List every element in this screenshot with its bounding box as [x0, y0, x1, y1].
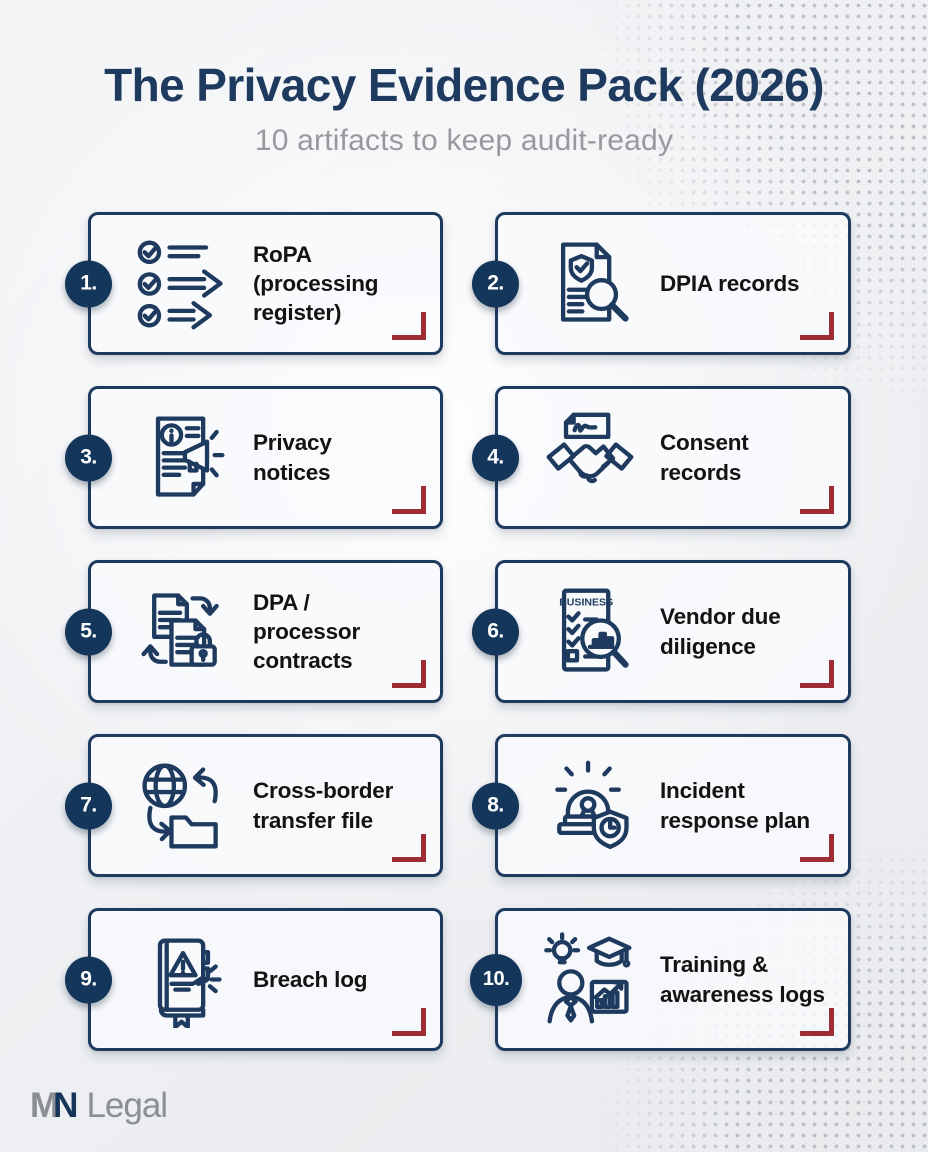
card-label: Vendor due diligence — [660, 604, 781, 659]
card-label: Training & awareness logs — [660, 952, 825, 1007]
handshake-contract-icon — [542, 410, 638, 506]
card-number-badge: 4. — [472, 434, 519, 481]
book-warning-icon — [135, 932, 231, 1028]
logo-letter-n: N — [53, 1086, 78, 1125]
corner-accent — [392, 312, 426, 340]
card-consent-records: 4. Consent records — [472, 386, 851, 529]
card-number-badge: 7. — [65, 782, 112, 829]
card-label: Breach log — [253, 966, 368, 992]
card-label: Incident response plan — [660, 778, 810, 833]
corner-accent — [800, 834, 834, 862]
corner-accent — [800, 660, 834, 688]
card-number-badge: 10. — [470, 953, 522, 1006]
corner-accent — [392, 486, 426, 514]
document-shield-magnifier-icon — [542, 236, 638, 332]
siren-shield-clock-icon — [542, 758, 638, 854]
card-label: DPA / processor contracts — [253, 589, 360, 674]
card-label: Consent records — [660, 430, 749, 485]
card-dpia-records: 2. DPIA records — [472, 212, 851, 355]
card-privacy-notices: 3. Privacy notices — [65, 386, 443, 529]
checklist-arrows-icon — [135, 236, 231, 332]
notice-megaphone-icon — [135, 410, 231, 506]
card-dpa-processor-contracts: 5. DPA / processor contracts — [65, 560, 443, 703]
card-number-badge: 9. — [65, 956, 112, 1003]
page-subtitle: 10 artifacts to keep audit-ready — [254, 123, 674, 157]
card-label: DPIA records — [660, 270, 800, 296]
corner-accent — [392, 1008, 426, 1036]
card-number-badge: 1. — [65, 260, 112, 307]
page-title: The Privacy Evidence Pack (2026) — [104, 59, 824, 111]
card-label: Privacy notices — [253, 430, 332, 485]
header: The Privacy Evidence Pack (2026) 10 arti… — [0, 0, 928, 158]
training-person-chart-icon — [542, 931, 638, 1028]
card-label: RoPA (processing register) — [253, 241, 379, 326]
corner-accent — [800, 312, 834, 340]
logo-text: Legal — [86, 1086, 168, 1125]
card-number-badge: 5. — [65, 608, 112, 655]
card-number-badge: 3. — [65, 434, 112, 481]
corner-accent — [800, 1008, 834, 1036]
logo-letter-m: M — [30, 1086, 59, 1125]
documents-exchange-lock-icon — [135, 584, 231, 680]
cards-grid: 1. RoPA (processing register) 2. DPIA re… — [65, 212, 851, 1051]
card-number-badge: 2. — [472, 260, 519, 307]
card-label: Cross-border transfer file — [253, 778, 394, 833]
card-ropa: 1. RoPA (processing register) — [65, 212, 443, 355]
card-cross-border-transfer-file: 7. Cross-border transfer file — [65, 734, 443, 877]
corner-accent — [392, 660, 426, 688]
card-number-badge: 8. — [472, 782, 519, 829]
corner-accent — [392, 834, 426, 862]
svg-text:BUSINESS: BUSINESS — [559, 596, 613, 608]
corner-accent — [800, 486, 834, 514]
business-audit-magnifier-icon: BUSINESS — [542, 584, 638, 680]
globe-folder-transfer-icon — [135, 758, 231, 854]
card-vendor-due-diligence: 6. BUSINESS Vendor due diligence — [472, 560, 851, 703]
card-incident-response-plan: 8. Incident response plan — [472, 734, 851, 877]
card-training-awareness-logs: 10. Training & awareness logs — [470, 908, 851, 1051]
card-number-badge: 6. — [472, 608, 519, 655]
card-breach-log: 9. Breach log — [65, 908, 443, 1051]
